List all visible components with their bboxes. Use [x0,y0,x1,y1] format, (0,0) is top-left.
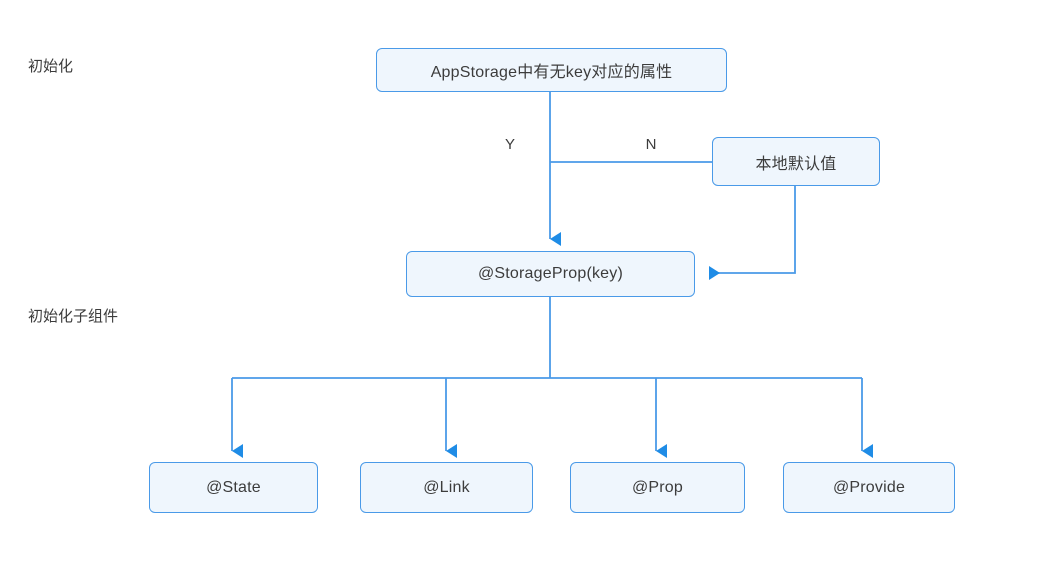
edge-label-yes: Y [504,136,515,153]
node-storage-prop[interactable]: @StorageProp(key) [406,251,695,297]
edge-label-no: N [645,136,657,153]
edge-local-default-to-storageprop [709,186,796,280]
stage-label-init: 初始化 [28,58,74,75]
node-local-default-value[interactable]: 本地默认值 [712,137,880,186]
node-provide[interactable]: @Provide [783,462,955,513]
node-link[interactable]: @Link [360,462,533,513]
node-appstorage-key-check[interactable]: AppStorage中有无key对应的属性 [376,48,727,92]
stage-label-init-child: 初始化子组件 [28,308,119,325]
node-prop[interactable]: @Prop [570,462,745,513]
node-state[interactable]: @State [149,462,318,513]
